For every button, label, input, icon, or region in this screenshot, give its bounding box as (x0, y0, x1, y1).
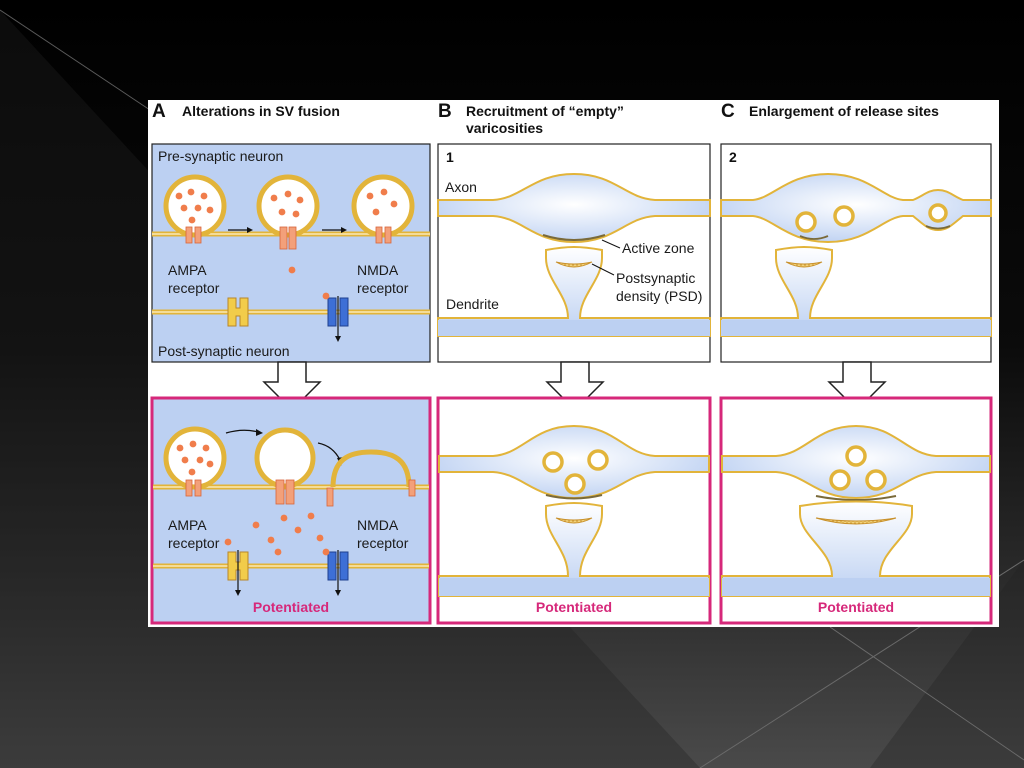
dendrite-label: Dendrite (446, 296, 499, 312)
synaptic-plasticity-figure: A Alterations in SV fusion B Recruitment… (148, 100, 999, 627)
nmda-label-line1-bottom: NMDA (357, 517, 399, 533)
panel-b-title-line1: Recruitment of “empty” (466, 103, 624, 119)
nmda-receptor-icon (322, 292, 349, 342)
ampa-label-line2-bottom: receptor (168, 535, 220, 551)
ampa-receptor-icon (227, 550, 249, 596)
panel-b-title-line2: varicosities (466, 120, 543, 136)
panel-b-letter: B (438, 101, 452, 122)
panel-c-letter: C (721, 101, 735, 122)
vesicle-fused (351, 174, 415, 244)
panel-a-letter: A (152, 101, 166, 122)
psd-label-line1: Postsynaptic (616, 270, 695, 286)
step-2-label: 2 (729, 149, 737, 165)
ampa-label-line1-bottom: AMPA (168, 517, 207, 533)
panel-c-top: 2 (720, 143, 992, 363)
nmda-label-line1: NMDA (357, 262, 399, 278)
post-synaptic-label: Post-synaptic neuron (158, 343, 290, 359)
nmda-receptor-icon (322, 548, 349, 596)
psd-label-line2: density (PSD) (616, 288, 702, 304)
ampa-receptor-icon (227, 297, 249, 327)
panel-b-bottom: Potentiated (436, 396, 712, 625)
pre-synaptic-label: Pre-synaptic neuron (158, 148, 283, 164)
nmda-label-line2-bottom: receptor (357, 535, 409, 551)
potentiated-label-b: Potentiated (536, 599, 612, 615)
down-arrow-icon (262, 361, 322, 412)
active-zone-label: Active zone (622, 240, 695, 256)
down-arrow-icon (545, 361, 605, 412)
figure-svg: A Alterations in SV fusion B Recruitment… (150, 101, 993, 625)
ampa-label-line1: AMPA (168, 262, 207, 278)
vesicle-docked (163, 174, 227, 244)
panel-c-title: Enlargement of release sites (749, 103, 939, 119)
panel-c-bottom: Potentiated (719, 396, 993, 625)
ampa-label-line2: receptor (168, 280, 220, 296)
potentiated-label-c: Potentiated (818, 599, 894, 615)
nmda-label-line2: receptor (357, 280, 409, 296)
panel-a-bottom: AMPA receptor NMDA receptor Potentiated (150, 396, 432, 625)
panel-a-top: Pre-synaptic neuron (151, 143, 431, 363)
step-1-label: 1 (446, 149, 454, 165)
vesicle-fusing (256, 174, 320, 274)
panel-b-top: 1 Axon Dendrite Active zone Postsynaptic… (437, 143, 711, 363)
down-arrow-icon (827, 361, 887, 412)
potentiated-label-a: Potentiated (253, 599, 329, 615)
panel-a-title: Alterations in SV fusion (182, 103, 340, 119)
axon-label: Axon (445, 179, 477, 195)
